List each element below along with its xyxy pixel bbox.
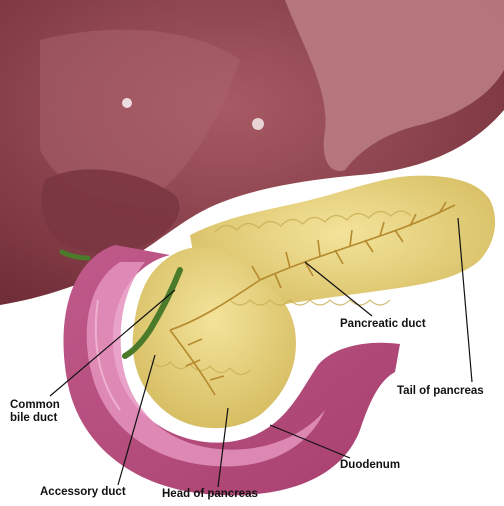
- label-common-bile-duct-line2: bile duct: [10, 412, 80, 425]
- label-pancreatic-duct: Pancreatic duct: [340, 318, 426, 331]
- shine: [252, 118, 264, 130]
- label-head-of-pancreas: Head of pancreas: [162, 488, 258, 501]
- label-common-bile-duct: Common bile duct: [10, 399, 80, 425]
- label-tail-of-pancreas: Tail of pancreas: [397, 385, 484, 398]
- label-duodenum: Duodenum: [340, 459, 400, 472]
- label-common-bile-duct-line1: Common: [10, 399, 80, 412]
- label-accessory-duct: Accessory duct: [40, 486, 126, 499]
- shine: [122, 98, 132, 108]
